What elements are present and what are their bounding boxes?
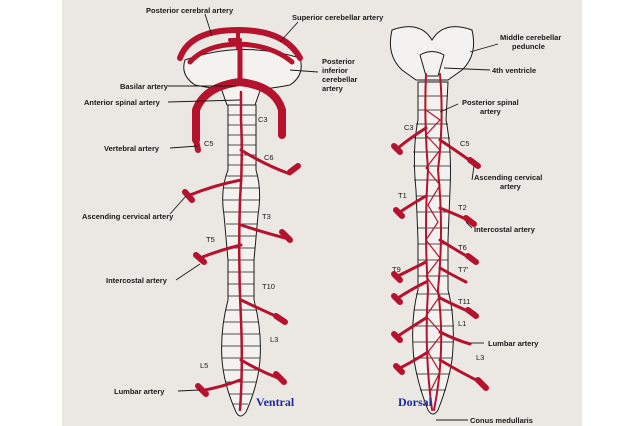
mcp-line-1: Middle cerebellar	[500, 33, 561, 42]
pica-line-2: inferior	[322, 66, 348, 75]
segment-c3-ventral: C3	[258, 115, 268, 124]
caption-dorsal: Dorsal	[398, 395, 433, 409]
segment-t3-ventral: T3	[262, 212, 271, 221]
segment-l3-ventral: L3	[270, 335, 278, 344]
segment-l3-dorsal: L3	[476, 353, 484, 362]
label-basilar-artery: Basilar artery	[120, 82, 169, 91]
segment-t7-dorsal: T7'	[458, 265, 469, 274]
pica-line-4: artery	[322, 84, 344, 93]
segment-t1-dorsal: T1	[398, 191, 407, 200]
segment-t6-dorsal: T6	[458, 243, 467, 252]
label-middle-cerebellar-peduncle: Middle cerebellar peduncle	[500, 33, 563, 51]
segment-t5-ventral: T5	[206, 235, 215, 244]
segment-c5-dorsal: C5	[460, 139, 470, 148]
dorsal-view: Middle cerebellar peduncle 4th ventricle…	[389, 26, 563, 425]
segment-l1-dorsal: L1	[458, 319, 466, 328]
label-lumbar-artery-ventral: Lumbar artery	[114, 387, 165, 396]
label-posterior-spinal-artery: Posterior spinal artery	[462, 98, 521, 116]
segment-c5-ventral: C5	[204, 139, 214, 148]
label-vertebral-artery: Vertebral artery	[104, 144, 160, 153]
dorsal-fourth-ventricle	[419, 51, 445, 77]
ventral-view: Posterior cerebral artery Superior cereb…	[82, 6, 384, 417]
segment-t10-ventral: T10	[262, 282, 275, 291]
label-lumbar-artery-dorsal: Lumbar artery	[488, 339, 539, 348]
psa-line-1: Posterior spinal	[462, 98, 519, 107]
psa-line-2: artery	[480, 107, 502, 116]
label-ascending-cervical-artery-dorsal: Ascending cervical artery	[474, 173, 544, 191]
textbook-figure-background	[62, 0, 582, 426]
dorsal-leader-lines	[436, 43, 499, 421]
label-anterior-spinal-artery: Anterior spinal artery	[84, 98, 161, 107]
label-conus-medullaris: Conus medullaris	[470, 416, 533, 425]
label-posterior-cerebral-artery: Posterior cerebral artery	[146, 6, 234, 15]
label-posterior-inferior-cerebellar-artery: Posterior inferior cerebellar artery	[322, 57, 360, 93]
pica-line-1: Posterior	[322, 57, 355, 66]
ventral-leader-lines	[167, 13, 319, 392]
label-superior-cerebellar-artery: Superior cerebellar artery	[292, 13, 384, 22]
label-ascending-cervical-artery-ventral: Ascending cervical artery	[82, 212, 174, 221]
dorsal-arteries	[391, 73, 489, 411]
dorsal-segment-lines	[413, 95, 454, 391]
aca-line-1: Ascending cervical	[474, 173, 542, 182]
segment-t2-dorsal: T2	[458, 203, 467, 212]
label-intercostal-artery-dorsal: Intercostal artery	[474, 225, 536, 234]
label-4th-ventricle: 4th ventricle	[492, 66, 536, 75]
caption-ventral: Ventral	[256, 395, 295, 409]
segment-l5-ventral: L5	[200, 361, 208, 370]
mcp-line-2: peduncle	[512, 42, 545, 51]
label-intercostal-artery-ventral: Intercostal artery	[106, 276, 168, 285]
segment-c3-dorsal: C3	[404, 123, 414, 132]
segment-c6-ventral: C6	[264, 153, 274, 162]
segment-t9-dorsal: T9	[392, 265, 401, 274]
pica-line-3: cerebellar	[322, 75, 358, 84]
ventral-arteries	[177, 26, 303, 412]
aca-line-2: artery	[500, 182, 522, 191]
segment-t11-dorsal: T11	[458, 297, 470, 306]
